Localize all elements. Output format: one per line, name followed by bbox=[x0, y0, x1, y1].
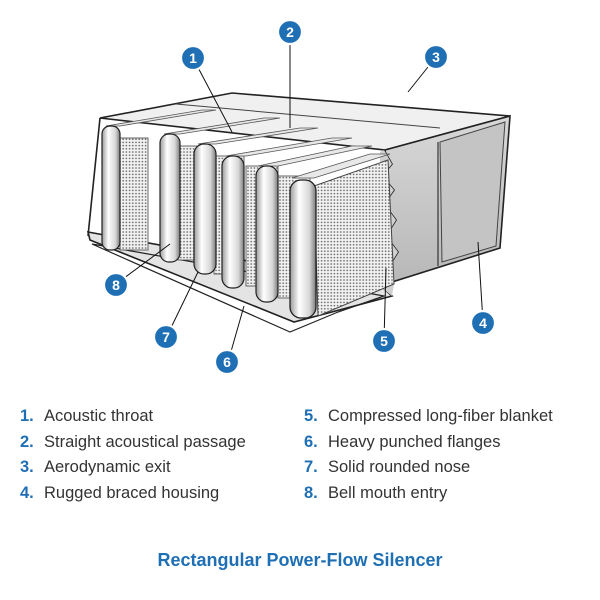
legend-number: 8. bbox=[304, 483, 318, 502]
legend-item: 5. Compressed long-fiber blanket bbox=[304, 404, 553, 430]
callout-3: 3 bbox=[422, 43, 450, 71]
legend-item: 6. Heavy punched flanges bbox=[304, 430, 553, 456]
legend-right-column: 5. Compressed long-fiber blanket 6. Heavy … bbox=[304, 404, 553, 506]
legend-left-column: 1. Acoustic throat 2. Straight acoustical … bbox=[20, 404, 246, 506]
svg-text:6: 6 bbox=[223, 354, 231, 370]
legend-label: Compressed long-fiber blanket bbox=[328, 407, 553, 425]
svg-text:4: 4 bbox=[479, 315, 487, 331]
svg-text:1: 1 bbox=[189, 50, 197, 66]
callout-8: 8 bbox=[102, 271, 130, 299]
svg-text:3: 3 bbox=[432, 49, 440, 65]
legend-label: Rugged braced housing bbox=[44, 483, 220, 502]
legend-label: Acoustic throat bbox=[44, 407, 154, 425]
callout-7: 7 bbox=[152, 323, 180, 351]
callout-4: 4 bbox=[469, 309, 497, 337]
legend-item: 7. Solid rounded nose bbox=[304, 455, 553, 481]
svg-text:2: 2 bbox=[286, 24, 294, 40]
legend-label: Straight acoustical passage bbox=[44, 432, 246, 451]
silencer-illustration: 1 2 3 4 5 6 7 8 bbox=[86, 18, 511, 376]
callout-1: 1 bbox=[179, 44, 207, 72]
legend-item: 3. Aerodynamic exit bbox=[20, 455, 246, 481]
legend-item: 8. Bell mouth entry bbox=[304, 481, 553, 507]
svg-text:5: 5 bbox=[380, 333, 388, 349]
figure-caption: Rectangular Power-Flow Silencer bbox=[157, 550, 443, 570]
legend-item: 2. Straight acoustical passage bbox=[20, 430, 246, 456]
legend-item: 4. Rugged braced housing bbox=[20, 481, 246, 507]
svg-text:7: 7 bbox=[162, 329, 170, 345]
legend-number: 5. bbox=[304, 407, 318, 425]
callout-6: 6 bbox=[213, 348, 241, 376]
legend-number: 6. bbox=[304, 432, 318, 451]
legend-number: 4. bbox=[20, 483, 34, 502]
callout-5: 5 bbox=[370, 327, 398, 355]
legend-number: 3. bbox=[20, 458, 34, 476]
legend-label: Bell mouth entry bbox=[328, 483, 448, 502]
legend-number: 7. bbox=[304, 458, 318, 476]
legend-label: Solid rounded nose bbox=[328, 458, 471, 476]
legend-number: 1. bbox=[20, 407, 34, 425]
legend-label: Aerodynamic exit bbox=[44, 458, 171, 476]
callout-2: 2 bbox=[276, 18, 304, 46]
legend-item: 1. Acoustic throat bbox=[20, 404, 246, 430]
legend-number: 2. bbox=[20, 432, 34, 451]
legend-label: Heavy punched flanges bbox=[328, 432, 501, 451]
svg-text:8: 8 bbox=[112, 277, 120, 293]
